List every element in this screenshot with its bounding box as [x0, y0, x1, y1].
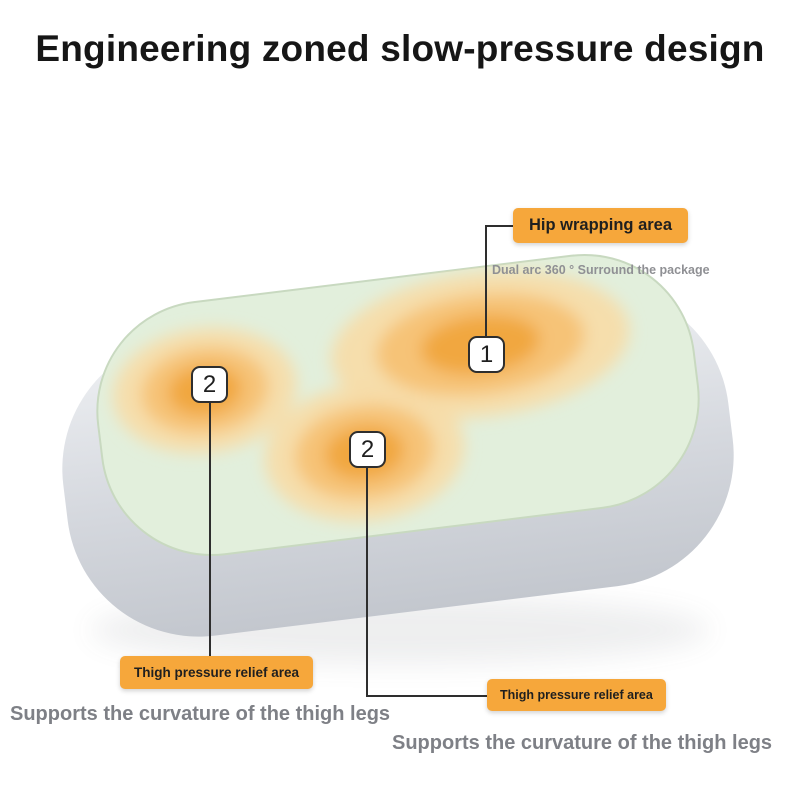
center-thigh-zone-number-marker: 2 [349, 431, 386, 468]
hip-callout-line-vertical [485, 226, 487, 338]
left-thigh-zone-number-marker: 2 [191, 366, 228, 403]
page-title: Engineering zoned slow-pressure design [35, 28, 765, 69]
thigh-caption-left: Supports the curvature of the thigh legs [10, 703, 391, 725]
hip-zone-number-marker: 1 [468, 336, 505, 373]
hip-wrapping-area-badge: Hip wrapping area [513, 208, 689, 243]
center-thigh-callout-line-vertical [366, 467, 368, 697]
hip-area-subtitle: Dual arc 360 ° Surround the package [492, 263, 710, 277]
thigh-pressure-relief-badge-left: Thigh pressure relief area [120, 656, 314, 689]
hip-callout-line-horizontal [485, 225, 514, 227]
center-thigh-callout-line-horizontal [366, 695, 488, 697]
thigh-caption-right: Supports the curvature of the thigh legs [392, 732, 773, 754]
left-thigh-callout-line [209, 402, 211, 657]
thigh-pressure-relief-badge-right: Thigh pressure relief area [487, 679, 666, 711]
